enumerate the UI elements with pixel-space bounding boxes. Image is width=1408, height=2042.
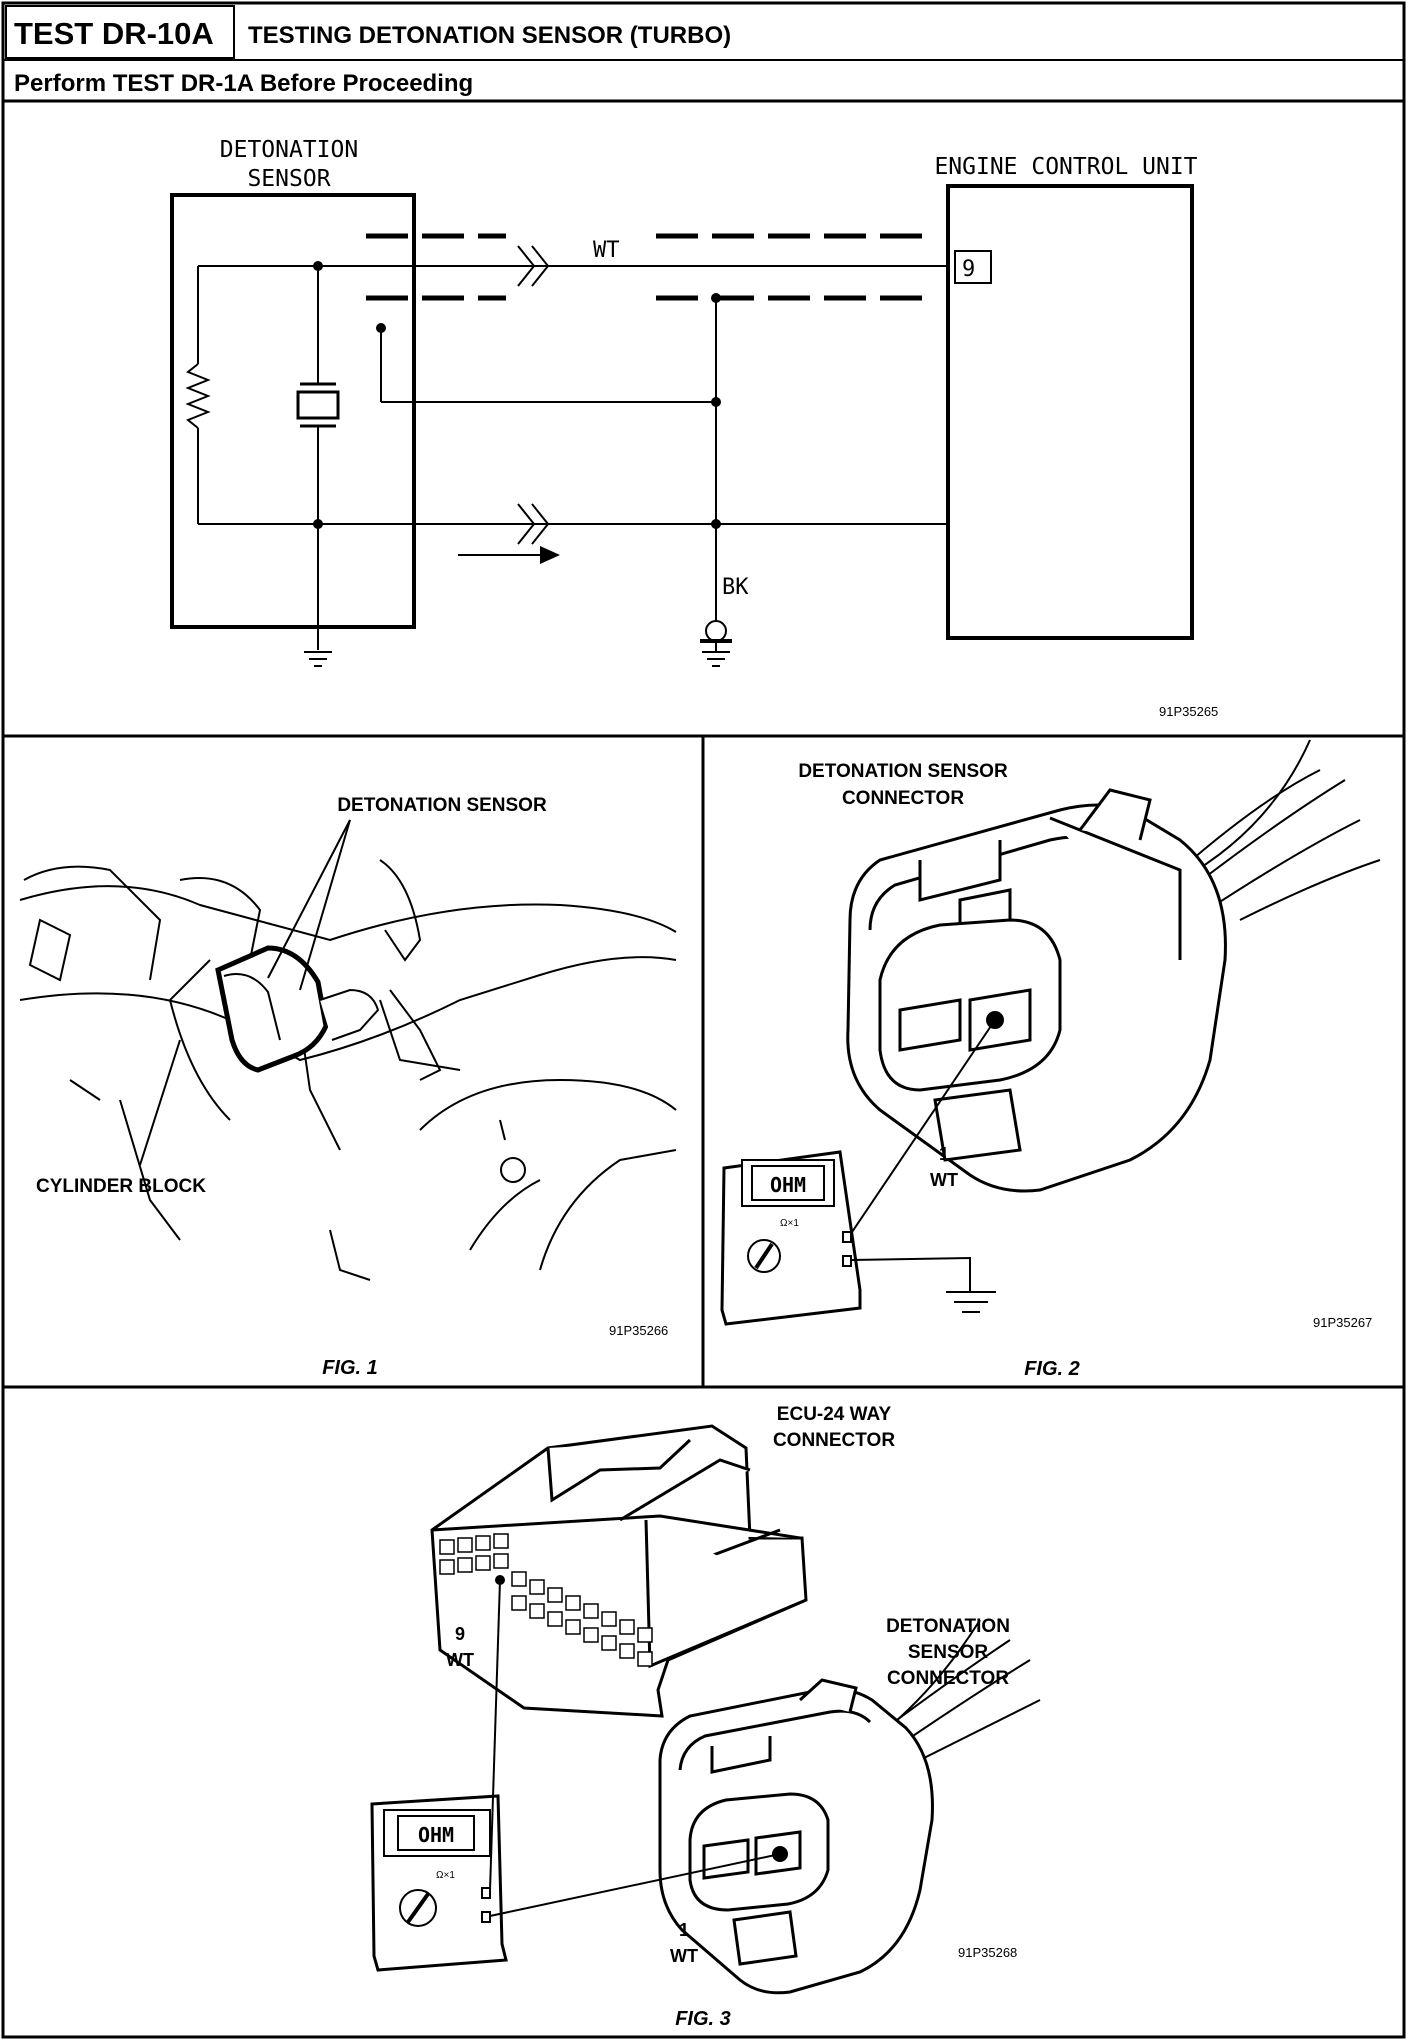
fig3-ecu-cavities [439,1533,653,1667]
schematic-diagram: DETONATION SENSOR ENGINE CONTROL UNIT [170,137,1218,719]
piezo-element [296,390,340,420]
fig3-meter-range: Ω×1 [436,1870,455,1881]
schematic-ref: 91P35265 [1159,704,1218,719]
chassis-ground-icon [700,620,732,667]
fig3-ecu-pin-number: 9 [455,1624,465,1644]
ground-icon [304,651,332,667]
test-id: TEST DR-10A [14,16,214,51]
shield-lines [366,233,936,301]
fig3-sensor-line2: SENSOR [908,1642,989,1663]
fig3-ecu-connector [430,1424,808,1718]
sensor-label-line2: SENSOR [247,166,330,192]
fig3-sensor-line3: CONNECTOR [887,1668,1009,1689]
fig3-sensor-connector [658,1678,934,1995]
fig3-probe-leads [489,1579,781,1917]
fig1-label-block: CYLINDER BLOCK [36,1176,206,1197]
fig1-label-sensor: DETONATION SENSOR [337,795,547,816]
fig3-caption: FIG. 3 [675,2008,731,2030]
fig2-caption: FIG. 2 [1024,1358,1080,1380]
fig3-ohmmeter: OHM Ω×1 [370,1794,508,1972]
fig3-sensor-pin-wire: WT [670,1946,698,1966]
sensor-label-line1: DETONATION [220,137,358,163]
fig2-pin-number: 1 [939,1144,949,1164]
fig2-label-line2: CONNECTOR [842,788,964,809]
fig2-label-line1: DETONATION SENSOR [798,761,1008,782]
fig2-ref: 91P35267 [1313,1315,1372,1330]
fig1-caption: FIG. 1 [322,1357,378,1379]
junction-dots [313,261,721,529]
ecu-label: ENGINE CONTROL UNIT [934,154,1197,180]
resistor-symbol [185,363,211,429]
fig2-probe-lead [847,1019,996,1239]
sensor-box [170,193,416,629]
arrow-icon [540,546,560,564]
fig3-ecu-pin-wire: WT [446,1650,474,1670]
fig2-connector-housing [846,788,1227,1193]
ecu-pin-number: 9 [962,257,975,282]
fig2-meter-range: Ω×1 [780,1218,799,1229]
fig3-meter-display: OHM [418,1823,454,1847]
fig1-sensor-body [215,945,380,1073]
fig1-ref: 91P35266 [609,1323,668,1338]
wire-label-bk: BK [722,575,749,600]
ecu-box [946,184,1194,640]
wire-label-wt: WT [593,238,620,263]
fig1-leader-lines [139,819,351,1166]
fig3-sensor-pin-number: 1 [679,1920,689,1940]
ecu-pin-box [954,250,992,284]
fig3-illustration: ECU-24 WAY CONNECTOR 9 WT [370,1404,1041,2030]
fig2-ground-lead [850,1256,996,1313]
fig3-ref: 91P35268 [958,1945,1017,1960]
fig3-sensor-line1: DETONATION [886,1616,1010,1637]
fig2-meter-display: OHM [770,1173,806,1197]
page-title: TESTING DETONATION SENSOR (TURBO) [248,22,731,49]
fig3-ecu-line2: CONNECTOR [773,1430,895,1451]
fig2-pin-wire: WT [930,1170,958,1190]
fig1-illustration: DETONATION SENSOR CYLINDER BLOCK 91P3526… [19,795,677,1379]
fig2-illustration: DETONATION SENSOR CONNECTOR [720,739,1381,1380]
fig3-ecu-line1: ECU-24 WAY [777,1404,892,1425]
fig2-ohmmeter: OHM Ω×1 [720,1150,862,1326]
page-subtitle: Perform TEST DR-1A Before Proceeding [14,70,473,97]
